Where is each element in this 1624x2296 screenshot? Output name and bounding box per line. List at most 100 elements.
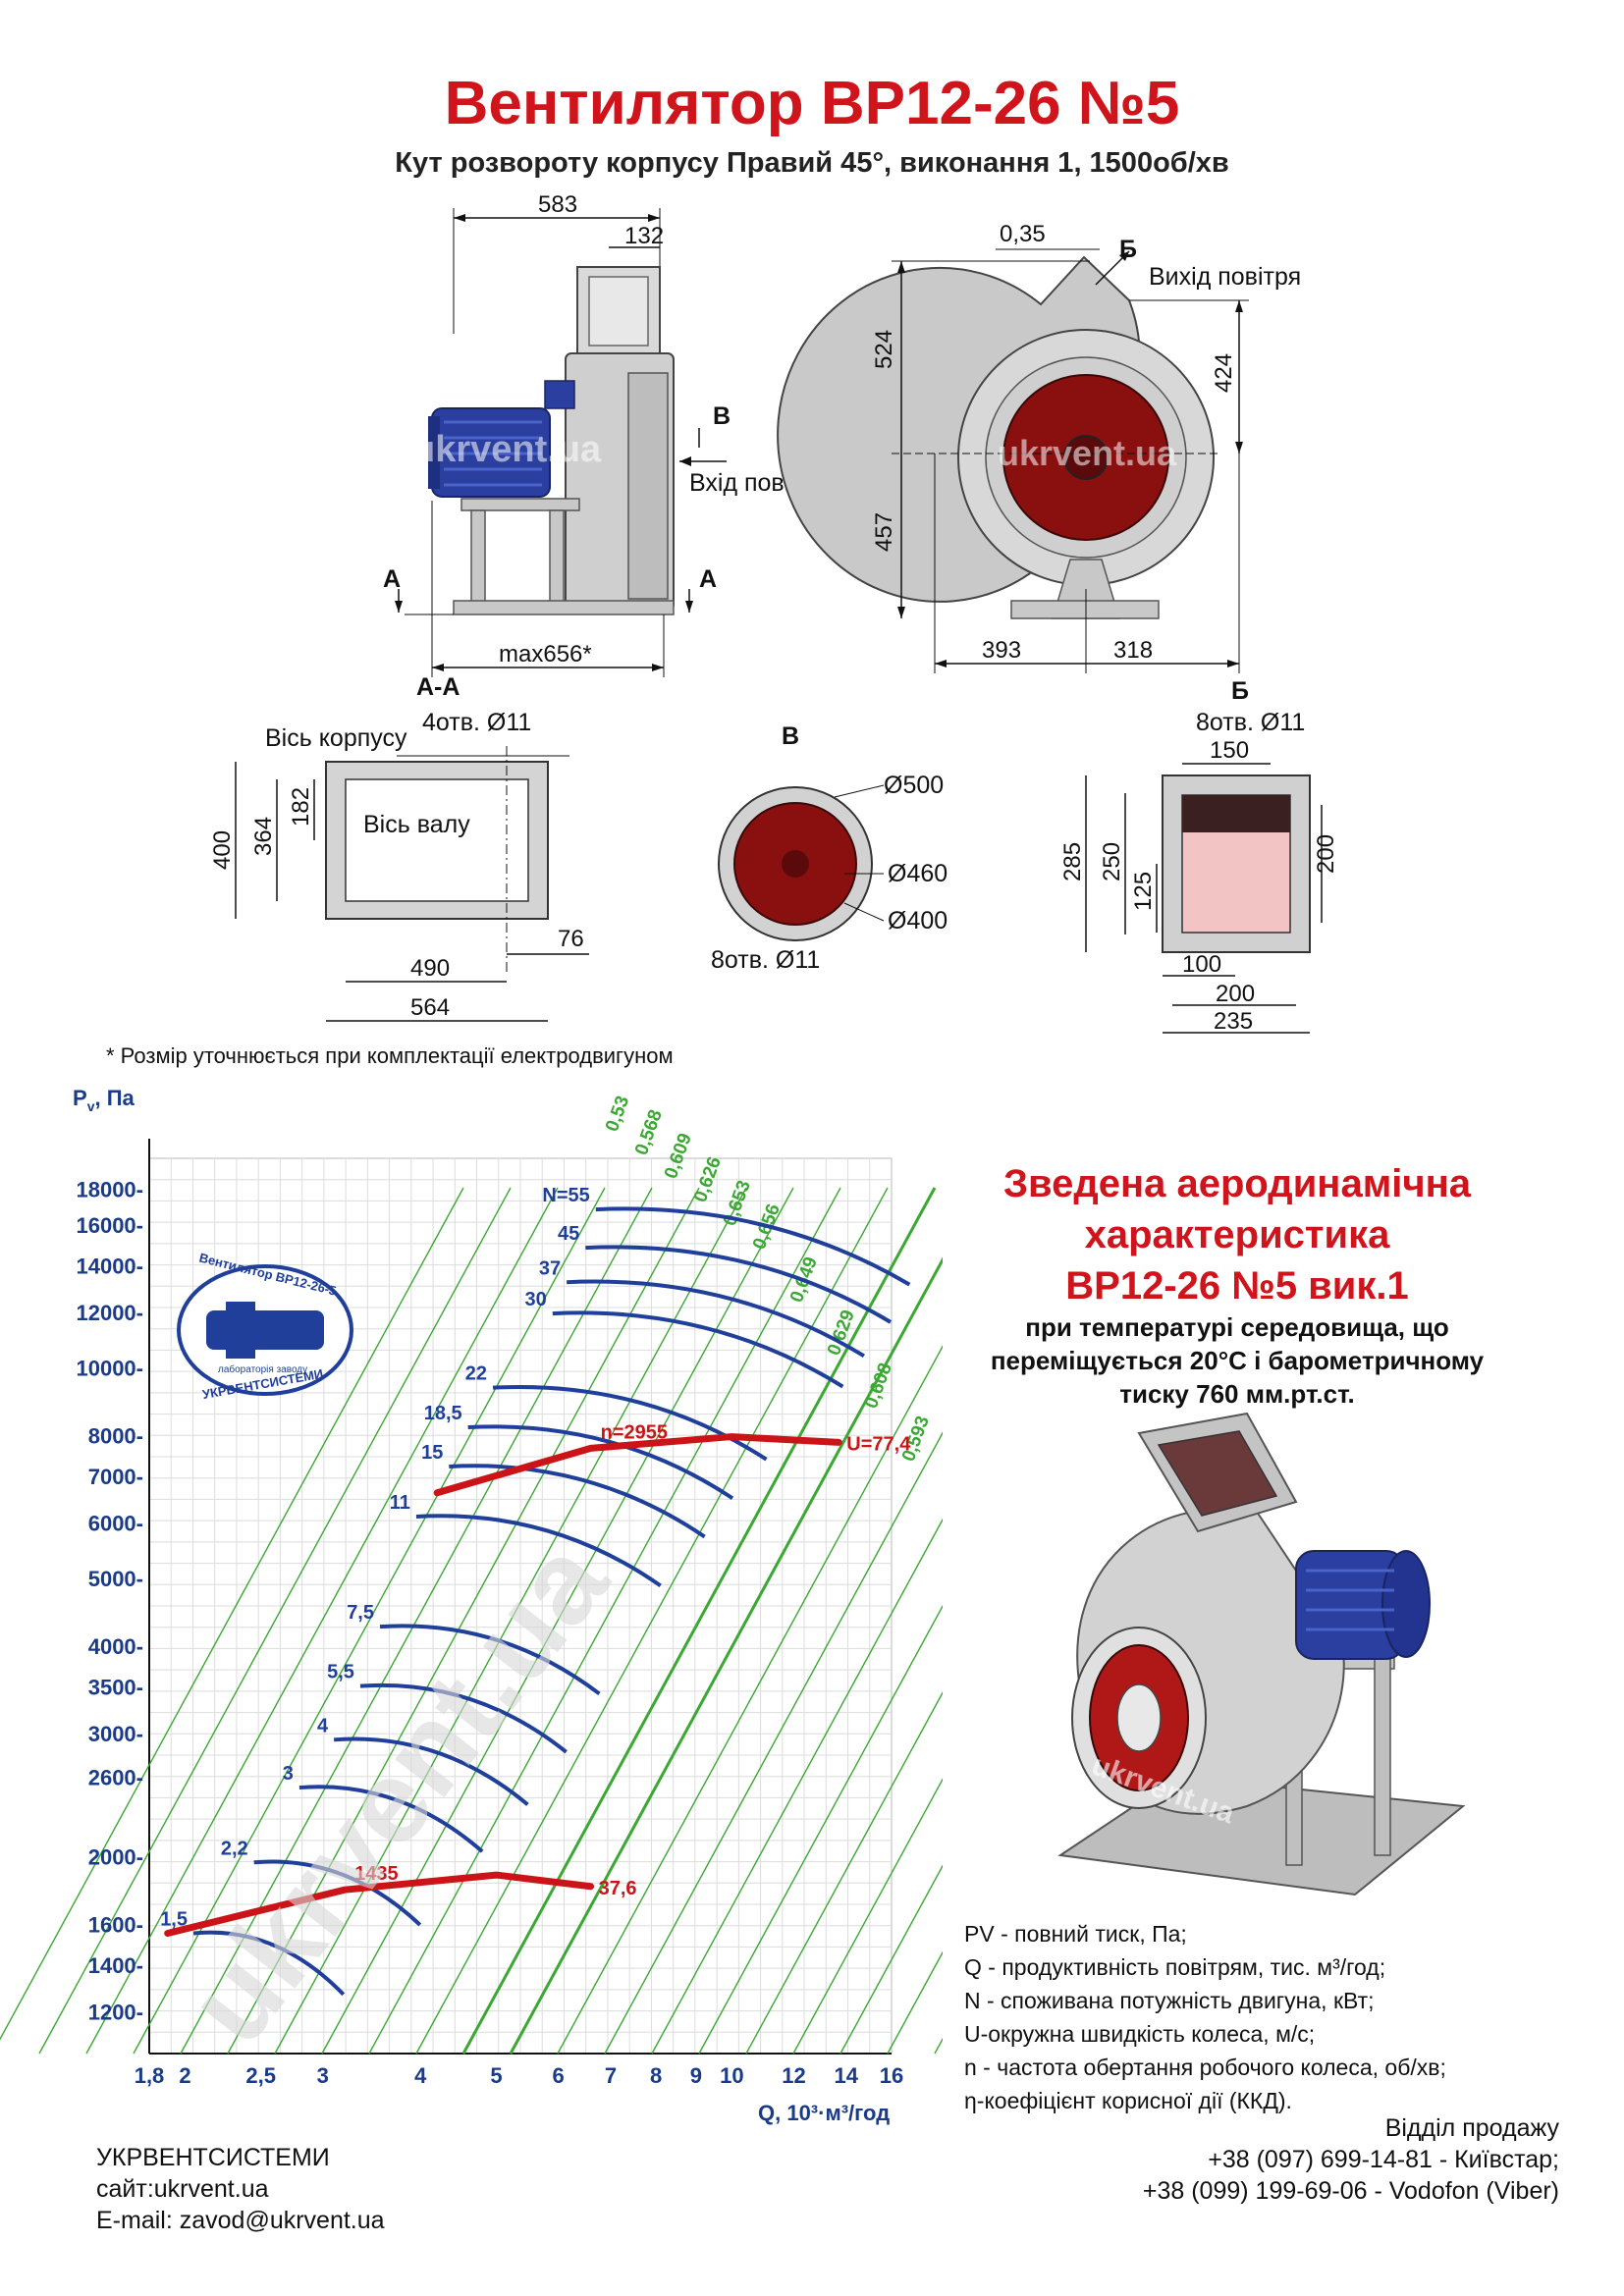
legend-item-pv: PV - повний тиск, Па;	[964, 1921, 1187, 1947]
dim-d500: Ø500	[884, 772, 944, 799]
holes-b-label: 8отв. Ø11	[1196, 709, 1305, 736]
x-tick-label: 6	[552, 2063, 564, 2088]
axis-shaft-label: Вісь валу	[363, 811, 470, 838]
dim-182-aa: 182	[288, 787, 314, 827]
efficiency-line	[698, 1604, 943, 2055]
y-tick-label: 6000-	[88, 1512, 143, 1536]
x-tick-label: 2,5	[245, 2063, 276, 2088]
power-curve	[379, 1624, 601, 1696]
section-v-title: В	[782, 722, 799, 750]
power-curve	[333, 1736, 529, 1806]
efficiency-line	[274, 1187, 747, 2055]
y-tick-label: 8000-	[88, 1424, 143, 1449]
section-aa: А-А Вісь корпусу 4отв. Ø11 Вісь валу 400…	[209, 673, 589, 1022]
label-v-side: В	[713, 402, 731, 430]
sales-phone-1[interactable]: +38 (097) 699-14-81 - Київстар;	[1208, 2146, 1559, 2173]
footnote: * Розмір уточнюється при комплектації ел…	[106, 1043, 674, 1068]
power-curve-label: N=55	[542, 1185, 589, 1206]
legend: PV - повний тиск, Па; Q - продуктивність…	[964, 1917, 1446, 2117]
aero-chart: 0,530,5680,6090,6260,6530,6560,6490,6290…	[0, 1086, 943, 2125]
efficiency-line	[461, 1187, 937, 2055]
chart-title-line1: Зведена аеродинамічна	[1002, 1162, 1472, 1205]
holes-v-label: 8отв. Ø11	[711, 946, 820, 974]
section-aa-title: А-А	[416, 673, 460, 701]
dim-125-b: 125	[1130, 872, 1157, 911]
badge-middle: лабораторія заводу	[218, 1363, 307, 1375]
x-tick-label: 9	[690, 2063, 702, 2088]
y-tick-label: 14000-	[76, 1254, 143, 1278]
dim-285-b: 285	[1059, 842, 1086, 881]
x-tick-label: 5	[490, 2063, 502, 2088]
y-tick-label: 4000-	[88, 1634, 143, 1659]
efficiency-line	[415, 1187, 889, 2055]
dim-424: 424	[1211, 353, 1237, 393]
power-curve-label: 5,5	[327, 1662, 354, 1683]
power-curve-label: 7,5	[347, 1602, 374, 1624]
x-tick-label: 8	[650, 2063, 662, 2088]
dim-200h-b: 200	[1216, 981, 1255, 1007]
power-curve	[567, 1279, 865, 1359]
label-b-front: Б	[1119, 236, 1137, 263]
dim-235-b: 235	[1214, 1008, 1253, 1035]
efficiency-line	[509, 1256, 943, 2055]
power-curve	[467, 1424, 734, 1500]
dim-d400: Ø400	[888, 907, 947, 934]
efficiency-line	[368, 1187, 841, 2055]
power-curve-label: 11	[390, 1492, 410, 1514]
power-curve	[298, 1785, 484, 1853]
speed-curve-label: 1435	[354, 1863, 399, 1885]
power-curve-label: 45	[558, 1223, 579, 1245]
x-tick-label: 10	[720, 2063, 743, 2088]
x-tick-label: 16	[880, 2063, 903, 2088]
x-tick-label: 2	[179, 2063, 190, 2088]
chart-conditions: при температурі середовища, що переміщує…	[884, 1310, 1591, 1411]
efficiency-line	[604, 1431, 943, 2055]
fan-illustration: ukrvent.ua	[1057, 1412, 1466, 1896]
legend-item-n: N - споживана потужність двигуна, кВт;	[964, 1988, 1375, 2013]
side-view: 583 132 Вхід повітря В А	[383, 191, 828, 677]
y-tick-label: 10000-	[76, 1357, 143, 1381]
y-tick-label: 1400-	[88, 1953, 143, 1978]
speed-curve	[164, 1871, 595, 1937]
x-tick-label: 1,8	[135, 2063, 165, 2088]
power-curve	[253, 1859, 422, 1927]
sales-phone-2[interactable]: +38 (099) 199-69-06 - Vodofon (Viber)	[1142, 2177, 1559, 2205]
dim-457: 457	[871, 512, 897, 552]
power-curve	[595, 1206, 911, 1287]
efficiency-line	[38, 1187, 512, 2055]
y-tick-label: 2000-	[88, 1845, 143, 1870]
company-email[interactable]: E-mail: zavod@ukrvent.ua	[96, 2207, 385, 2234]
chart-title-line2: характеристика	[1084, 1213, 1390, 1256]
efficiency-line	[85, 1187, 559, 2055]
sales-block: Відділ продажу +38 (097) 699-14-81 - Киї…	[1143, 2112, 1559, 2207]
dim-564-aa: 564	[410, 994, 450, 1021]
y-tick-label: 12000-	[76, 1301, 143, 1325]
x-tick-label: 14	[835, 2063, 859, 2088]
y-tick-label: 3000-	[88, 1722, 143, 1746]
section-a-left: А	[383, 565, 401, 593]
efficiency-line	[557, 1345, 943, 2055]
power-curve-label: 3	[283, 1763, 294, 1785]
company-site[interactable]: сайт:ukrvent.ua	[96, 2175, 269, 2203]
power-curve	[492, 1384, 768, 1462]
legend-item-rpm: n - частота обертання робочого колеса, о…	[964, 2055, 1446, 2080]
x-axis-label: Q, 10³·м³/год	[758, 2101, 890, 2125]
axis-body-label: Вісь корпусу	[265, 724, 407, 752]
dim-364-aa: 364	[250, 817, 277, 856]
holes-aa-label: 4отв. Ø11	[422, 709, 531, 736]
power-curve	[585, 1245, 893, 1324]
power-curve-label: 15	[421, 1442, 443, 1464]
power-curve-label: 22	[465, 1363, 487, 1385]
page-title: Вентилятор ВР12-26 №5	[444, 70, 1180, 137]
dim-0-35: 0,35	[1000, 221, 1046, 247]
x-tick-label: 3	[317, 2063, 329, 2088]
efficiency-line	[133, 1187, 606, 2055]
dim-76-aa: 76	[558, 926, 584, 952]
dim-490-aa: 490	[410, 955, 450, 982]
chart-ticks: 1200-1400-1600-2000-2600-3000-3500-4000-…	[76, 1178, 903, 2088]
chart-sub-line2: переміщується 20°С і барометричному	[990, 1346, 1485, 1375]
power-curve	[192, 1930, 346, 1997]
technical-drawings: 583 132 Вхід повітря В А	[209, 191, 1339, 1035]
y-tick-label: 5000-	[88, 1567, 143, 1591]
